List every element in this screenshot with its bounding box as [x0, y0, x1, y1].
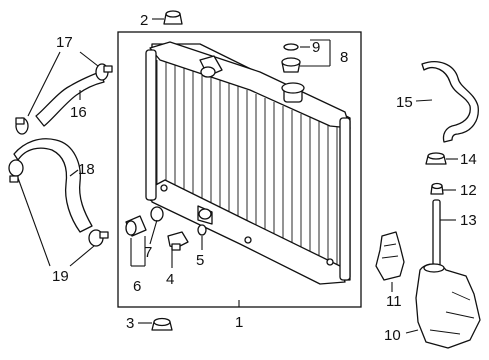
callout-1: 1: [235, 314, 243, 331]
callout-15: 15: [396, 94, 413, 111]
callout-10: 10: [384, 327, 401, 344]
callout-5: 5: [196, 252, 204, 269]
callout-12: 12: [460, 182, 477, 199]
reserve-tank-bracket: [375, 231, 405, 281]
callout-11: 11: [386, 293, 402, 310]
reserve-tank-cap: [425, 152, 447, 165]
leader-lines: [17, 18, 458, 334]
lower-radiator-hose: [13, 138, 93, 233]
callout-8: 8: [340, 49, 348, 66]
coolant-reserve-tank: [415, 263, 481, 349]
upper-hose-clamp-top: [95, 63, 113, 81]
radiator-cap: [281, 57, 301, 73]
cap-seal-ring: [283, 43, 299, 51]
callout-18: 18: [78, 161, 95, 178]
tank-grommet: [430, 182, 444, 195]
drain-plug: [125, 215, 147, 237]
overflow-hose: [421, 61, 479, 143]
lower-mount-cushion: [151, 317, 173, 331]
callout-4: 4: [166, 271, 174, 288]
drain-cock-o-ring: [197, 224, 207, 236]
callout-14: 14: [460, 151, 477, 168]
callout-6: 6: [133, 278, 141, 295]
callout-9: 9: [312, 39, 320, 56]
radiator-core: [145, 41, 351, 285]
callout-2: 2: [140, 12, 148, 29]
callout-3: 3: [126, 315, 134, 332]
upper-radiator-hose: [35, 71, 105, 127]
callout-13: 13: [460, 212, 477, 229]
callout-19: 19: [52, 268, 69, 285]
lower-hose-clamp-top: [8, 159, 24, 183]
lower-hose-clamp-bottom: [88, 229, 109, 247]
callout-17: 17: [56, 34, 73, 51]
upper-hose-clamp-bottom: [15, 117, 29, 135]
reserve-tank-tube: [432, 199, 441, 269]
callout-7: 7: [144, 244, 152, 261]
drain-plug-o-ring: [150, 206, 164, 222]
callout-16: 16: [70, 104, 87, 121]
drain-cock: [167, 231, 189, 251]
upper-mount-cushion: [163, 10, 183, 25]
